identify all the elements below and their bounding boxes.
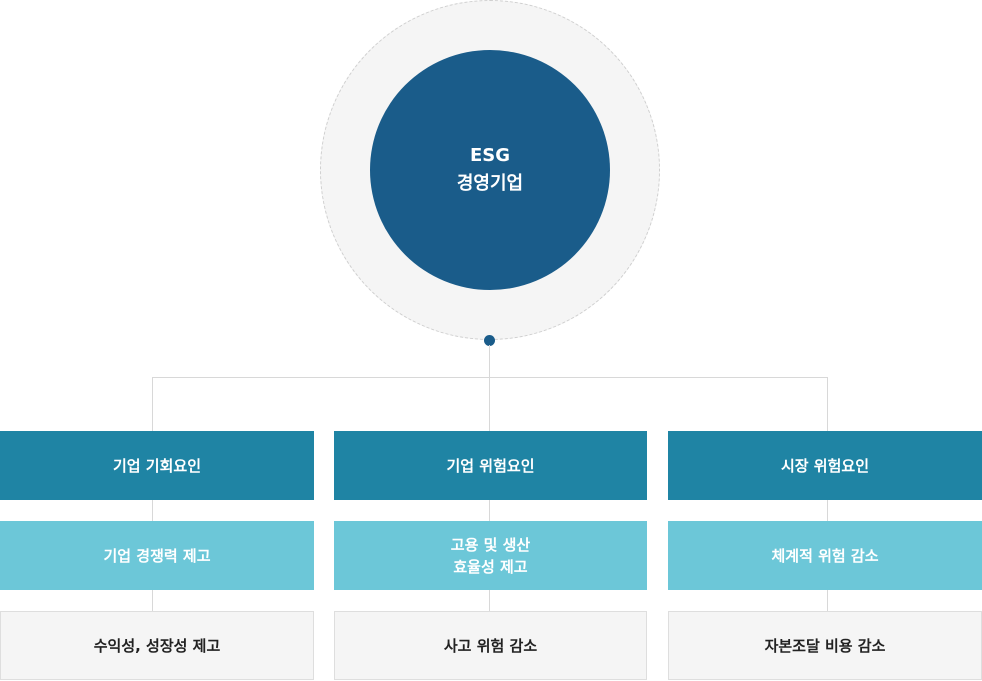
center-node-esg-management: ESG 경영기업	[370, 50, 610, 290]
connector-trunk	[489, 345, 490, 377]
result-box-capital-cost: 자본조달 비용 감소	[668, 611, 982, 680]
result-label: 자본조달 비용 감소	[764, 636, 886, 655]
factor-label: 기업 위험요인	[446, 456, 535, 475]
effect-label: 체계적 위험 감소	[771, 546, 879, 565]
connector-middle-l1-l2	[489, 500, 490, 521]
factor-box-corporate-risk: 기업 위험요인	[334, 431, 647, 500]
connector-branch-left	[152, 377, 153, 431]
center-title-line1: ESG	[469, 145, 511, 166]
factor-label: 시장 위험요인	[780, 456, 870, 475]
connector-middle-l2-l3	[489, 590, 490, 611]
result-label: 수익성, 성장성 제고	[93, 636, 221, 655]
connector-right-l1-l2	[827, 500, 828, 521]
result-label: 사고 위험 감소	[443, 636, 538, 655]
effect-label: 기업 경쟁력 제고	[103, 546, 211, 565]
effect-label: 고용 및 생산 효율성 제고	[450, 535, 531, 576]
connector-left-l2-l3	[152, 590, 153, 611]
effect-box-systematic-risk: 체계적 위험 감소	[668, 521, 982, 590]
connector-horizontal	[152, 377, 828, 378]
effect-box-competitiveness: 기업 경쟁력 제고	[0, 521, 314, 590]
factor-box-market-risk: 시장 위험요인	[668, 431, 982, 500]
result-box-accident-risk: 사고 위험 감소	[334, 611, 647, 680]
connector-right-l2-l3	[827, 590, 828, 611]
result-box-profitability: 수익성, 성장성 제고	[0, 611, 314, 680]
factor-label: 기업 기회요인	[112, 456, 202, 475]
factor-box-corporate-opportunity: 기업 기회요인	[0, 431, 314, 500]
effect-box-efficiency: 고용 및 생산 효율성 제고	[334, 521, 647, 590]
connector-branch-right	[827, 377, 828, 431]
connector-dot	[484, 335, 495, 346]
connector-left-l1-l2	[152, 500, 153, 521]
connector-branch-middle	[489, 377, 490, 431]
center-title-line2: 경영기업	[456, 173, 524, 194]
